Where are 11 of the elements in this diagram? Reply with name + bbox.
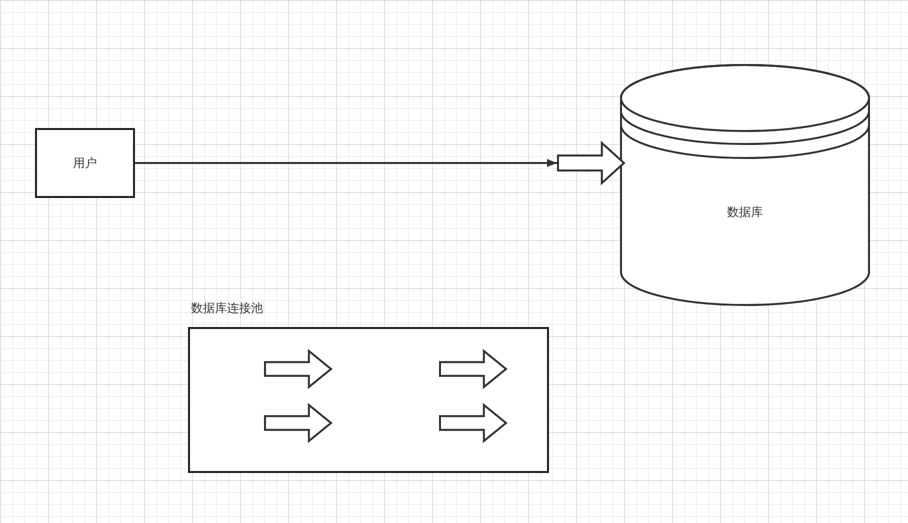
block-arrow	[264, 404, 332, 442]
block-arrow	[439, 404, 507, 442]
block-arrow	[439, 350, 507, 388]
database-cylinder	[620, 64, 870, 306]
database-label: 数据库	[726, 204, 764, 221]
pool-heading: 数据库连接池	[191, 300, 263, 317]
arrow	[135, 159, 557, 167]
block-arrow	[264, 350, 332, 388]
block-arrow	[557, 142, 625, 184]
user-label: 用户	[73, 154, 97, 172]
user-box	[35, 128, 135, 198]
